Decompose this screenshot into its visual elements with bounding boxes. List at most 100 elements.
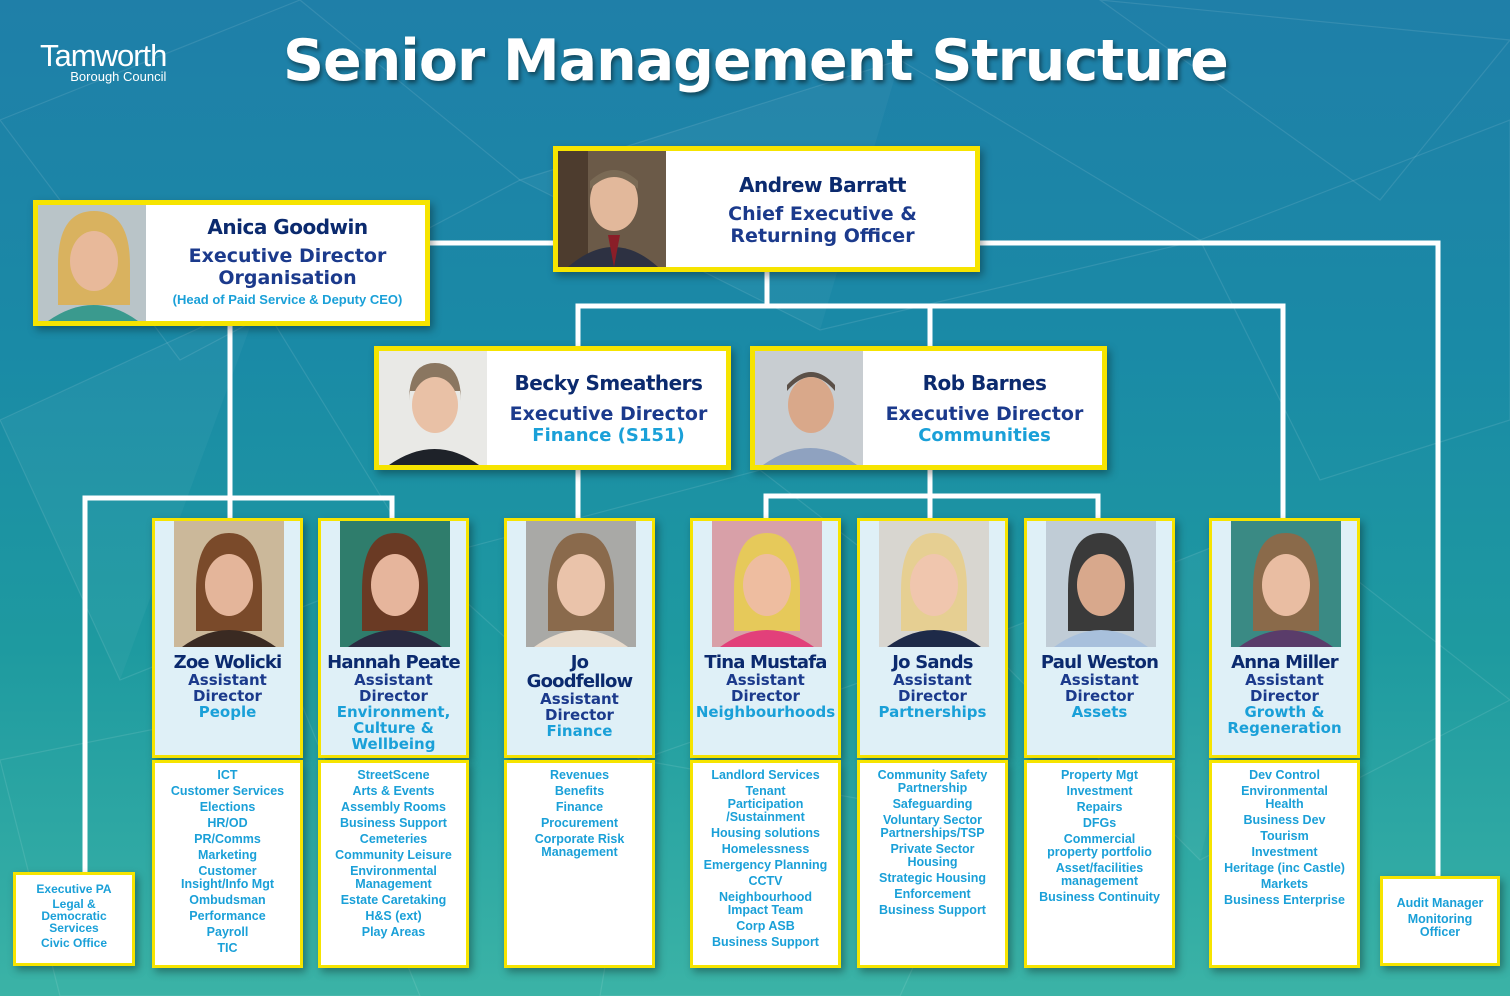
responsibility-item: Community Leisure (335, 848, 452, 862)
assistant-director-role: Assistant (188, 671, 267, 689)
organisation-director-photo (38, 205, 146, 321)
responsibility-item: Landlord Services (711, 768, 820, 782)
assistant-director-photo (1231, 521, 1341, 647)
responsibility-item: Private Sector Housing (890, 842, 975, 869)
responsibility-item: Commercial property portfolio (1047, 832, 1152, 859)
organisation-director-dept: Organisation (218, 267, 357, 289)
assistant-director-dept: Environment, (336, 703, 451, 721)
assistant-director-name: Zoe Wolicki (173, 652, 283, 673)
logo-wordmark: Tamworth (40, 38, 167, 73)
assistant-director-photo (340, 521, 450, 647)
responsibility-item: Customer Services (170, 784, 285, 798)
assistant-director-role: Director (1065, 687, 1134, 705)
responsibility-item: PR/Comms (194, 832, 261, 846)
organisation-director-subtitle: (Head of Paid Service & Deputy CEO) (172, 292, 403, 307)
responsibility-item: Tenant Participation /Sustainment (726, 784, 805, 824)
responsibility-item: ICT (217, 768, 238, 782)
page-title: Senior Management Structure (283, 28, 1229, 94)
assistant-director-dept: Wellbeing (351, 735, 436, 753)
responsibility-item: H&S (ext) (365, 909, 422, 923)
assistant-director-dept: Regeneration (1227, 719, 1342, 737)
monitoring-officer-item: Monitoring Officer (1407, 912, 1473, 939)
audit-manager-box: Audit Manager Monitoring Officer (1380, 876, 1500, 966)
logo-subtext: Borough Council (70, 69, 167, 84)
exec-pa-item: Executive PA (36, 882, 112, 896)
responsibility-item: Repairs (1076, 800, 1123, 814)
chief-role-line2: Returning Officer (730, 225, 915, 247)
assistant-director-name: Tina Mustafa (704, 652, 827, 673)
communities-director-photo (755, 351, 863, 465)
communities-director-role: Executive Director (885, 403, 1084, 425)
assistant-director-role: Assistant (893, 671, 972, 689)
responsibility-item: Business Enterprise (1224, 893, 1345, 907)
organisation-director-name: Anica Goodwin (207, 215, 368, 239)
responsibility-item: Investment (1066, 784, 1133, 798)
assistant-director-name: Jo (570, 652, 589, 673)
responsibility-item: Strategic Housing (879, 871, 986, 885)
assistant-director-dept: Partnerships (878, 703, 987, 721)
council-logo: Tamworth Borough Council (40, 38, 167, 85)
responsibility-item: Business Support (712, 935, 819, 949)
responsibility-item: Community Safety Partnership (877, 768, 988, 795)
assistant-director-role: Director (359, 687, 428, 705)
responsibility-item: StreetScene (357, 768, 430, 782)
assistant-director-role: Director (193, 687, 262, 705)
responsibility-item: Homelessness (721, 842, 810, 856)
responsibility-item: Markets (1260, 877, 1309, 891)
responsibility-item: Customer Insight/Info Mgt (180, 864, 275, 891)
assistant-director-dept: Assets (1071, 703, 1128, 721)
assistant-director-name: Goodfellow (526, 671, 634, 692)
chief-role-line1: Chief Executive & (728, 203, 917, 225)
responsibility-item: Environmental Management (350, 864, 437, 891)
responsibility-item: Business Support (879, 903, 986, 917)
finance-director-role: Executive Director (509, 403, 708, 425)
assistant-director-dept: Neighbourhoods (695, 703, 836, 721)
assistant-director-role: Assistant (726, 671, 805, 689)
audit-manager-item: Audit Manager (1396, 896, 1484, 910)
responsibility-item: Corp ASB (736, 919, 795, 933)
responsibility-item: Enforcement (894, 887, 971, 901)
responsibility-item: CCTV (748, 874, 783, 888)
assistant-director-name: Anna Miller (1231, 652, 1338, 673)
responsibility-item: DFGs (1082, 816, 1117, 830)
assistant-director-dept: Finance (546, 722, 613, 740)
assistant-director-photo (879, 521, 989, 647)
responsibility-item: Business Dev (1243, 813, 1326, 827)
responsibility-item: Emergency Planning (703, 858, 828, 872)
finance-director-dept: Finance (S151) (532, 425, 685, 446)
responsibility-item: Benefits (554, 784, 605, 798)
responsibility-item: HR/OD (207, 816, 248, 830)
assistant-director-role: Director (731, 687, 800, 705)
assistant-director-role: Assistant (540, 690, 619, 708)
assistant-director-photo (712, 521, 822, 647)
responsibility-item: Asset/facilities management (1055, 861, 1144, 888)
responsibility-item: Procurement (540, 816, 619, 830)
responsibility-item: Housing solutions (710, 826, 821, 840)
responsibility-item: Estate Caretaking (340, 893, 447, 907)
responsibility-item: Tourism (1260, 829, 1309, 843)
responsibility-item: Arts & Events (352, 784, 435, 798)
exec-director-communities-card: Rob Barnes Executive Director Communitie… (750, 346, 1107, 470)
responsibility-item: Revenues (549, 768, 610, 782)
assistant-director-name: Jo Sands (892, 652, 973, 673)
responsibility-item: Performance (189, 909, 266, 923)
assistant-director-role: Assistant (1245, 671, 1324, 689)
responsibility-item: Cemeteries (359, 832, 428, 846)
finance-director-name: Becky Smeathers (514, 371, 703, 395)
assistant-director-name: Hannah Peate (327, 652, 461, 673)
assistant-director-dept: People (198, 703, 257, 721)
assistant-director-role: Assistant (1060, 671, 1139, 689)
communities-director-dept: Communities (918, 425, 1051, 446)
assistant-director-role: Director (898, 687, 967, 705)
